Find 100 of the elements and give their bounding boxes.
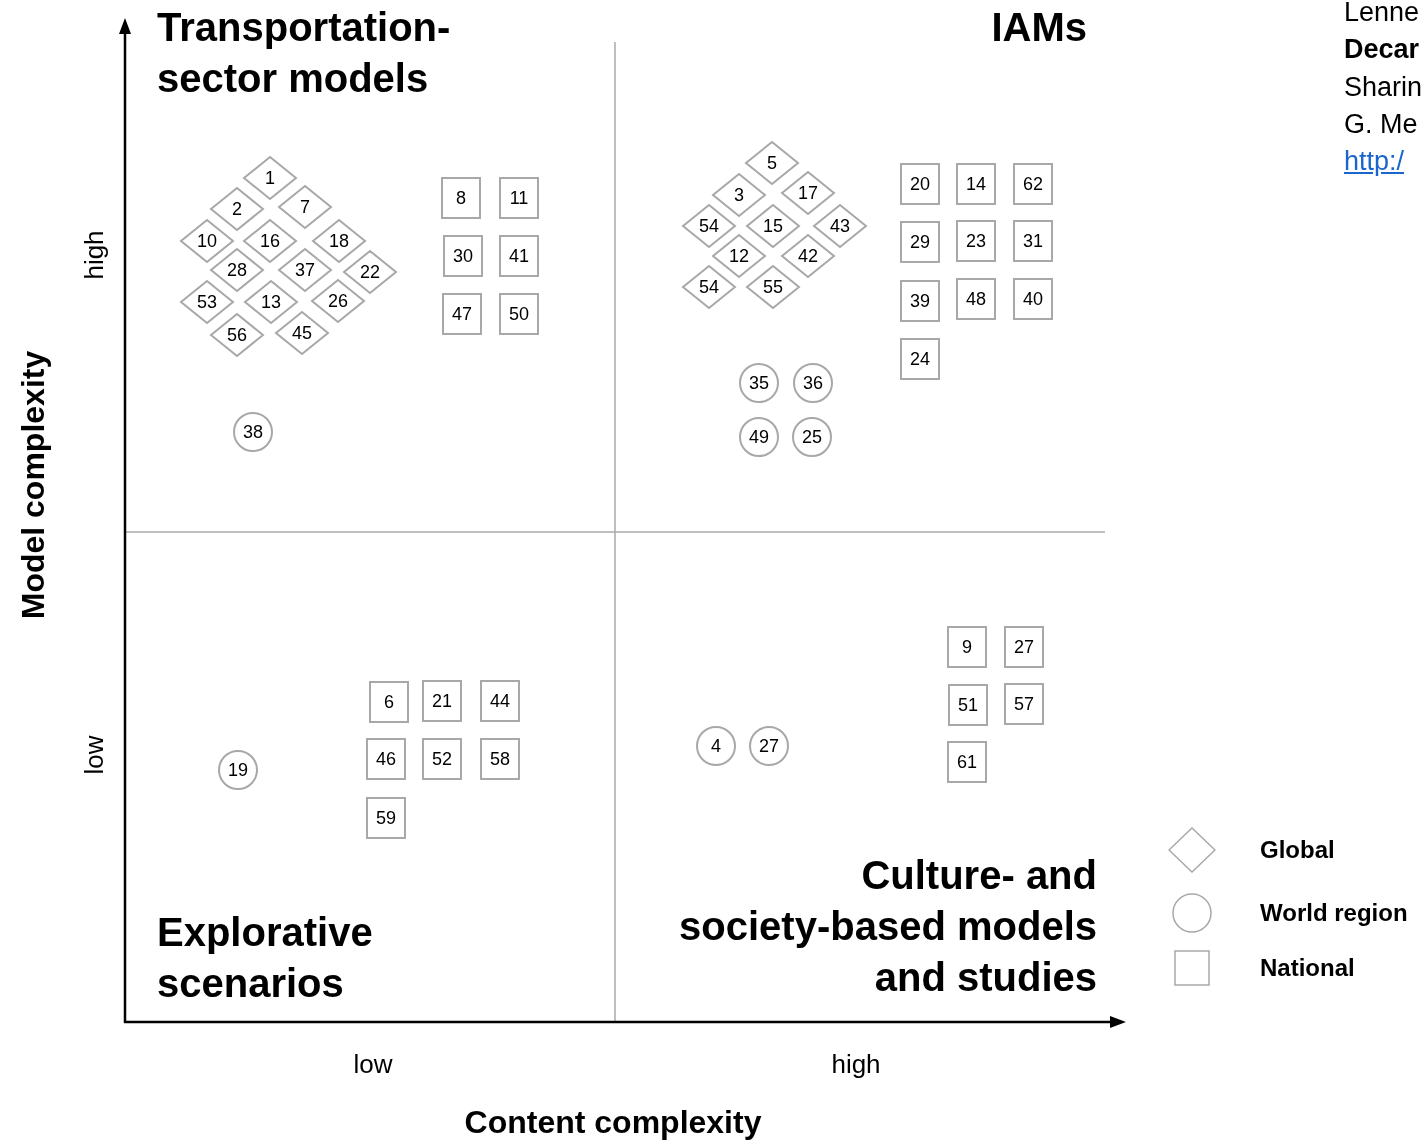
quadrant-heading: Explorative scenarios bbox=[157, 909, 374, 1007]
diamond-marker bbox=[180, 219, 234, 263]
marker-number: 30 bbox=[453, 246, 473, 266]
marker-number: 49 bbox=[749, 427, 769, 447]
square-marker bbox=[947, 626, 987, 668]
marker-number: 52 bbox=[432, 749, 452, 769]
marker-number: 23 bbox=[966, 231, 986, 251]
square-marker bbox=[480, 738, 520, 780]
circle-marker bbox=[792, 417, 832, 457]
diamond-marker bbox=[781, 171, 835, 215]
square-marker bbox=[947, 741, 987, 783]
diamond-marker bbox=[682, 204, 736, 248]
square-marker bbox=[900, 280, 940, 322]
diamond-marker bbox=[243, 156, 297, 200]
marker-number: 24 bbox=[910, 349, 930, 369]
marker-number: 14 bbox=[966, 174, 986, 194]
diamond-marker bbox=[746, 204, 800, 248]
square-marker bbox=[1013, 163, 1053, 205]
marker-number: 50 bbox=[509, 304, 529, 324]
note-text: Sharin bbox=[1344, 71, 1423, 104]
marker-number: 3 bbox=[734, 185, 744, 205]
marker-number: 45 bbox=[292, 323, 312, 343]
marker-number: 54 bbox=[699, 277, 719, 297]
circle-marker bbox=[749, 726, 789, 766]
marker-number: 57 bbox=[1014, 694, 1034, 714]
square-marker bbox=[443, 235, 483, 277]
square-marker bbox=[956, 278, 996, 320]
square-marker bbox=[499, 293, 539, 335]
circle-marker bbox=[739, 417, 779, 457]
diamond-marker bbox=[712, 173, 766, 217]
marker-number: 18 bbox=[329, 231, 349, 251]
marker-number: 11 bbox=[509, 188, 529, 208]
square-marker bbox=[1013, 220, 1053, 262]
marker-number: 54 bbox=[699, 216, 719, 236]
square-marker bbox=[900, 163, 940, 205]
diamond-marker bbox=[745, 141, 799, 185]
marker-number: 29 bbox=[910, 232, 930, 252]
marker-number: 15 bbox=[763, 216, 783, 236]
axis-title: Content complexity bbox=[464, 1102, 762, 1142]
note-text: G. Me bbox=[1344, 108, 1418, 141]
marker-number: 9 bbox=[962, 637, 972, 657]
square-marker bbox=[1004, 626, 1044, 668]
legend-label: World region bbox=[1260, 898, 1408, 928]
marker-number: 43 bbox=[830, 216, 850, 236]
diamond-marker bbox=[311, 279, 365, 323]
marker-number: 41 bbox=[509, 246, 529, 266]
marker-number: 27 bbox=[759, 736, 779, 756]
marker-number: 44 bbox=[490, 691, 510, 711]
marker-number: 4 bbox=[711, 736, 721, 756]
marker-number: 61 bbox=[957, 752, 977, 772]
circle-marker bbox=[218, 750, 258, 790]
marker-number: 39 bbox=[910, 291, 930, 311]
diamond-marker bbox=[275, 311, 329, 355]
marker-number: 62 bbox=[1023, 174, 1043, 194]
square-marker bbox=[480, 680, 520, 722]
diamond-marker bbox=[278, 248, 332, 292]
tick-label: high bbox=[831, 1049, 881, 1081]
square-marker bbox=[422, 738, 462, 780]
marker-number: 38 bbox=[243, 422, 263, 442]
marker-number: 8 bbox=[456, 188, 466, 208]
marker-number: 25 bbox=[802, 427, 822, 447]
marker-number: 40 bbox=[1023, 289, 1043, 309]
circle-marker bbox=[793, 363, 833, 403]
marker-number: 31 bbox=[1023, 231, 1043, 251]
marker-number: 20 bbox=[910, 174, 930, 194]
link-text: http:/ bbox=[1344, 145, 1405, 178]
diamond-marker bbox=[746, 265, 800, 309]
square-marker bbox=[499, 235, 539, 277]
note-text: Lenne bbox=[1344, 0, 1420, 29]
square-marker bbox=[499, 177, 539, 219]
quadrant-heading: Transportation-sector models bbox=[157, 4, 452, 102]
diamond-marker bbox=[712, 234, 766, 278]
tick-label: low bbox=[353, 1049, 393, 1081]
marker-number: 27 bbox=[1014, 637, 1034, 657]
diamond-marker bbox=[244, 280, 298, 324]
square-marker bbox=[366, 797, 406, 839]
marker-number: 48 bbox=[966, 289, 986, 309]
marker-number: 10 bbox=[197, 231, 217, 251]
legend-label: Global bbox=[1260, 835, 1335, 865]
marker-number: 55 bbox=[763, 277, 783, 297]
marker-number: 53 bbox=[197, 292, 217, 312]
marker-number: 35 bbox=[749, 373, 769, 393]
marker-number: 58 bbox=[490, 749, 510, 769]
marker-number: 2 bbox=[232, 199, 242, 219]
square-marker bbox=[1013, 278, 1053, 320]
square-marker bbox=[948, 684, 988, 726]
marker-number: 19 bbox=[228, 760, 248, 780]
square-marker bbox=[422, 680, 462, 722]
tick-label: low bbox=[79, 735, 111, 775]
legend-label: National bbox=[1260, 953, 1355, 983]
marker-number: 42 bbox=[798, 246, 818, 266]
marker-number: 12 bbox=[729, 246, 749, 266]
marker-number: 47 bbox=[452, 304, 472, 324]
marker-number: 59 bbox=[376, 808, 396, 828]
square-marker bbox=[956, 220, 996, 262]
diamond-marker bbox=[343, 250, 397, 294]
marker-number: 5 bbox=[767, 153, 777, 173]
marker-number: 28 bbox=[227, 260, 247, 280]
tick-label: high bbox=[79, 230, 111, 280]
circle-marker bbox=[233, 412, 273, 452]
